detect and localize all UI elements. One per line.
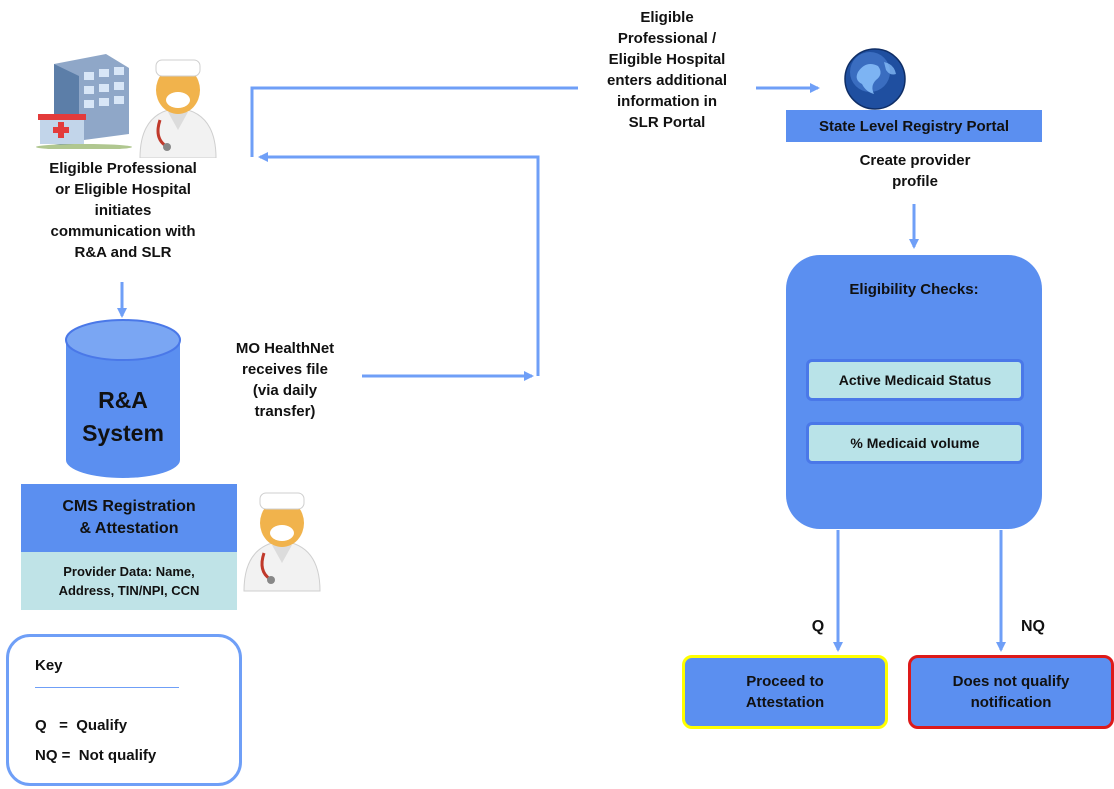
key-title: Key xyxy=(35,657,63,674)
check-1-label: Active Medicaid Status xyxy=(838,371,992,388)
portal-title-bar: State Level Registry Portal xyxy=(786,110,1042,142)
doctor-avatar-icon xyxy=(130,50,226,163)
loop-outer-line xyxy=(250,86,578,157)
key-nq-line: NQ = Not qualify xyxy=(35,747,157,764)
loop-return-line xyxy=(258,152,540,376)
key-legend: Key Q = Qualify NQ = Not qualify xyxy=(6,634,242,786)
key-q-line: Q = Qualify xyxy=(35,717,128,734)
slr-entry-text: Eligible Professional / Eligible Hospita… xyxy=(606,9,728,131)
proceed-text: Proceed to Attestation xyxy=(745,673,825,711)
provider-data-text: Provider Data: Name, Address, TIN/NPI, C… xyxy=(58,564,200,598)
proceed-to-attestation-box: Proceed to Attestation xyxy=(682,655,888,729)
healthnet-text: MO HealthNet receives file (via daily tr… xyxy=(235,340,335,420)
database-label: R&A System xyxy=(82,387,164,446)
key-divider xyxy=(35,687,179,688)
portal-title: State Level Registry Portal xyxy=(818,117,1010,135)
check-2-label: % Medicaid volume xyxy=(850,434,980,451)
not-qualify-text: Does not qualify notification xyxy=(952,673,1070,711)
create-profile-text: Create provider profile xyxy=(859,152,971,190)
eligibility-checks-panel: Eligibility Checks: Active Medicaid Stat… xyxy=(786,255,1042,529)
initiator-text: Eligible Professional or Eligible Hospit… xyxy=(49,160,197,261)
qualify-label: Q xyxy=(811,618,825,635)
database-cylinder-icon xyxy=(64,318,182,485)
cms-title: CMS Registration & Attestation xyxy=(62,498,196,537)
cms-registration-box: CMS Registration & Attestation xyxy=(21,484,237,552)
check-active-medicaid-status: Active Medicaid Status xyxy=(806,359,1024,401)
eligibility-title: Eligibility Checks: xyxy=(849,281,979,298)
hospital-building-icon xyxy=(34,54,144,154)
check-medicaid-volume: % Medicaid volume xyxy=(806,422,1024,464)
does-not-qualify-box: Does not qualify notification xyxy=(908,655,1114,729)
doctor-avatar-icon xyxy=(234,478,330,601)
not-qualify-label: NQ xyxy=(1021,618,1045,635)
globe-icon xyxy=(844,48,906,115)
provider-data-box: Provider Data: Name, Address, TIN/NPI, C… xyxy=(21,552,237,610)
